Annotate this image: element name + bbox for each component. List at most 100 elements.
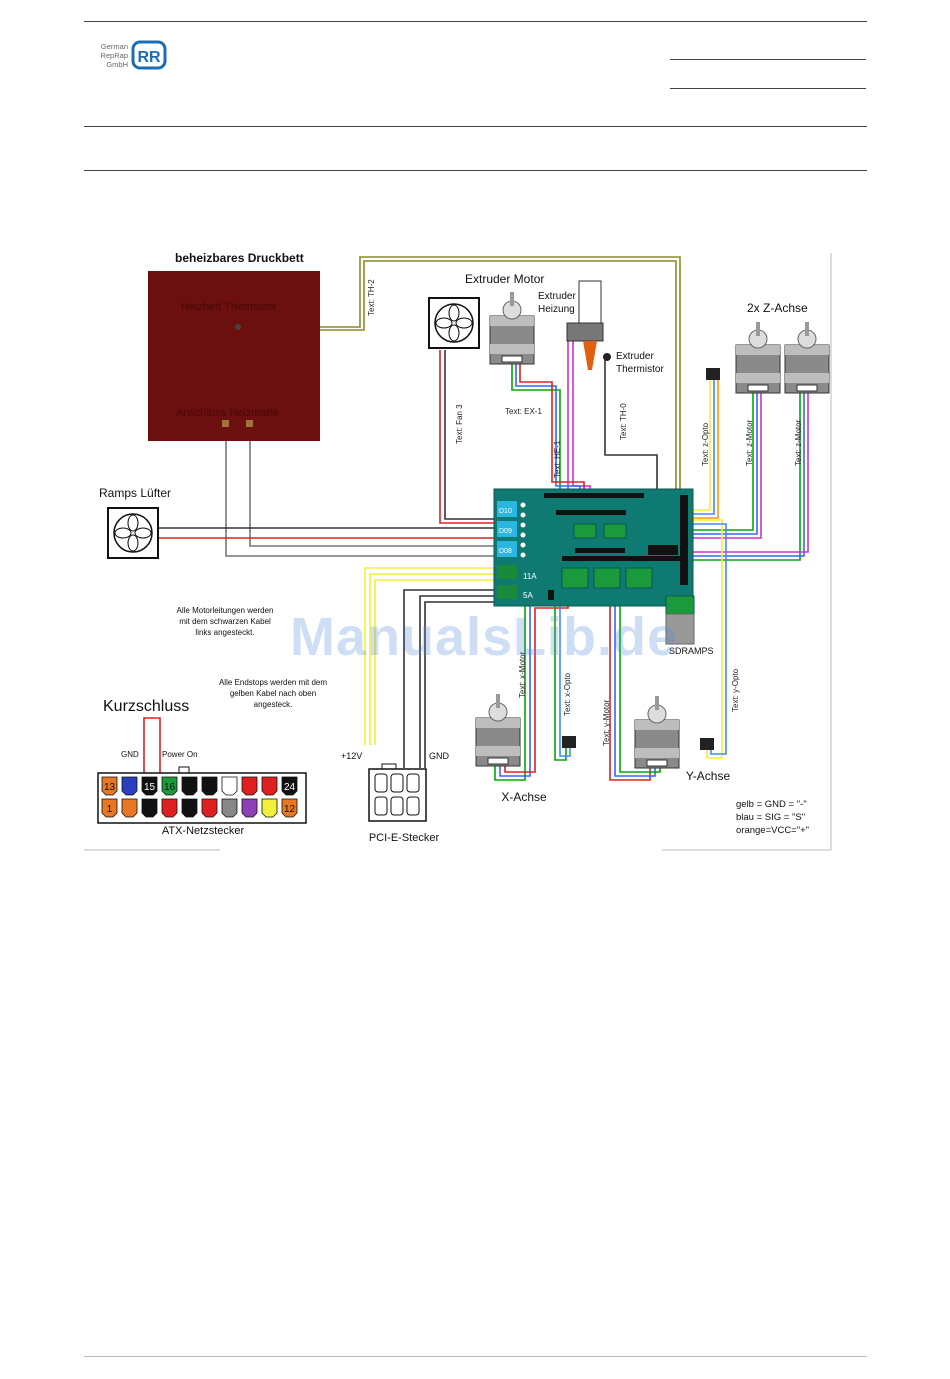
fan-icon [107, 507, 159, 559]
svg-text:Text: HE-1: Text: HE-1 [553, 440, 562, 478]
svg-text:Power On: Power On [162, 750, 198, 759]
svg-text:Y-Achse: Y-Achse [686, 769, 731, 783]
thermistor-dot [235, 324, 241, 330]
atx-pin [161, 798, 178, 818]
header-field-line [670, 59, 866, 60]
atx-pin [281, 776, 298, 796]
svg-text:angesteck.: angesteck. [254, 700, 293, 709]
company-logo-text: German RepRap GmbH [100, 42, 128, 69]
atx-connector: 13 15 16 24 1 12 [97, 766, 307, 824]
svg-text:Text: Fan 3: Text: Fan 3 [455, 404, 464, 444]
svg-text:2x Z-Achse: 2x Z-Achse [747, 301, 808, 315]
stepper-motor-icon [489, 292, 535, 365]
atx-pin [281, 798, 298, 818]
heatbed-terminal [222, 420, 229, 427]
svg-text:SDRAMPS: SDRAMPS [669, 646, 714, 656]
fan-icon [428, 297, 480, 349]
svg-text:Anschluss Heizmatte: Anschluss Heizmatte [176, 407, 279, 419]
company-logo-icon: RR [131, 40, 167, 70]
atx-pin [241, 798, 258, 818]
header-field-line [670, 88, 866, 89]
svg-text:Text: TH-0: Text: TH-0 [619, 403, 628, 440]
svg-text:11A: 11A [523, 572, 537, 581]
svg-text:Text: z-Opto: Text: z-Opto [701, 422, 710, 466]
svg-text:Text: x-Opto: Text: x-Opto [563, 672, 572, 716]
svg-text:links angesteckt.: links angesteckt. [195, 628, 254, 637]
atx-pin-number: 15 [144, 782, 156, 793]
atx-pin-number: 16 [164, 782, 176, 793]
svg-text:Heizbett Thermistor: Heizbett Thermistor [181, 301, 277, 313]
atx-pin [101, 798, 118, 818]
svg-text:orange=VCC="+": orange=VCC="+" [736, 825, 809, 836]
svg-text:Extruder Motor: Extruder Motor [465, 272, 544, 286]
endstop-icon [706, 368, 720, 380]
note-endstops: Alle Endstops werden mit dem gelben Kabe… [219, 678, 327, 709]
atx-pin [181, 798, 198, 818]
svg-text:RR: RR [137, 49, 161, 66]
svg-text:Alle Endstops werden mit dem: Alle Endstops werden mit dem [219, 678, 327, 687]
svg-text:Extruder: Extruder [616, 351, 654, 362]
endstop-icon [700, 738, 714, 750]
watermark: ManualsLib.de [290, 607, 679, 667]
atx-pin [121, 776, 138, 796]
sdramps-module [665, 595, 695, 645]
svg-text:D08: D08 [499, 548, 512, 555]
atx-pin [221, 776, 238, 796]
atx-pin [241, 776, 258, 796]
header-divider [84, 126, 867, 127]
svg-text:mit dem schwarzen Kabel: mit dem schwarzen Kabel [179, 617, 271, 626]
heatbed-terminal [246, 420, 253, 427]
svg-text:Text: z-Motor: Text: z-Motor [794, 419, 803, 466]
svg-text:X-Achse: X-Achse [501, 790, 547, 804]
color-legend: gelb = GND = "-" blau = SIG = "S" orange… [736, 799, 809, 836]
svg-text:PCI-E-Stecker: PCI-E-Stecker [369, 832, 440, 844]
ramps-board [493, 488, 694, 607]
stepper-motor-icon [784, 322, 830, 394]
svg-text:Text: x-Motor: Text: x-Motor [518, 651, 527, 698]
atx-pin-number: 12 [284, 804, 296, 815]
atx-pin [201, 798, 218, 818]
svg-text:D09: D09 [499, 528, 512, 535]
svg-text:gelb = GND = "-": gelb = GND = "-" [736, 799, 807, 810]
svg-text:Alle Motorleitungen werden: Alle Motorleitungen werden [177, 606, 274, 615]
note-motors: Alle Motorleitungen werden mit dem schwa… [177, 606, 274, 637]
atx-pin [261, 798, 278, 818]
atx-pin [181, 776, 198, 796]
svg-text:blau = SIG = "S": blau = SIG = "S" [736, 812, 805, 823]
atx-pin-number: 1 [107, 804, 113, 815]
heated-bed: beheizbares Druckbett Heizbett Thermisto… [148, 251, 320, 441]
endstop-icon [562, 736, 576, 748]
svg-text:Text: EX-1: Text: EX-1 [505, 407, 542, 416]
svg-text:D10: D10 [499, 508, 512, 515]
svg-text:Text: z-Motor: Text: z-Motor [745, 419, 754, 466]
pcie-connector [368, 763, 427, 822]
svg-text:Text: y-Motor: Text: y-Motor [602, 699, 611, 746]
svg-text:beheizbares Druckbett: beheizbares Druckbett [175, 251, 304, 265]
stepper-motor-icon [735, 322, 781, 394]
svg-text:+12V: +12V [341, 751, 362, 761]
svg-text:GND: GND [121, 750, 139, 759]
atx-pin [101, 776, 118, 796]
atx-pin-number: 24 [284, 782, 296, 793]
atx-pin-number: 13 [104, 782, 116, 793]
svg-text:Text: TH-2: Text: TH-2 [367, 279, 376, 316]
svg-text:Extruder: Extruder [538, 291, 576, 302]
svg-text:5A: 5A [523, 591, 533, 600]
svg-text:gelben Kabel nach oben: gelben Kabel nach oben [230, 689, 316, 698]
svg-text:ATX-Netzstecker: ATX-Netzstecker [162, 825, 245, 837]
thermistor-dot [603, 353, 611, 361]
hotend-icon [566, 280, 604, 370]
stepper-motor-icon [634, 696, 680, 769]
atx-pin [161, 776, 178, 796]
stepper-motor-icon [475, 694, 521, 767]
atx-pin [141, 798, 158, 818]
atx-pin [141, 776, 158, 796]
document-header [84, 21, 867, 171]
atx-pin [221, 798, 238, 818]
svg-text:Text: y-Opto: Text: y-Opto [731, 668, 740, 712]
svg-text:GND: GND [429, 751, 450, 761]
svg-text:Ramps Lüfter: Ramps Lüfter [99, 486, 171, 500]
svg-text:Heizung: Heizung [538, 304, 575, 315]
atx-pin [201, 776, 218, 796]
svg-text:Thermistor: Thermistor [616, 364, 664, 375]
